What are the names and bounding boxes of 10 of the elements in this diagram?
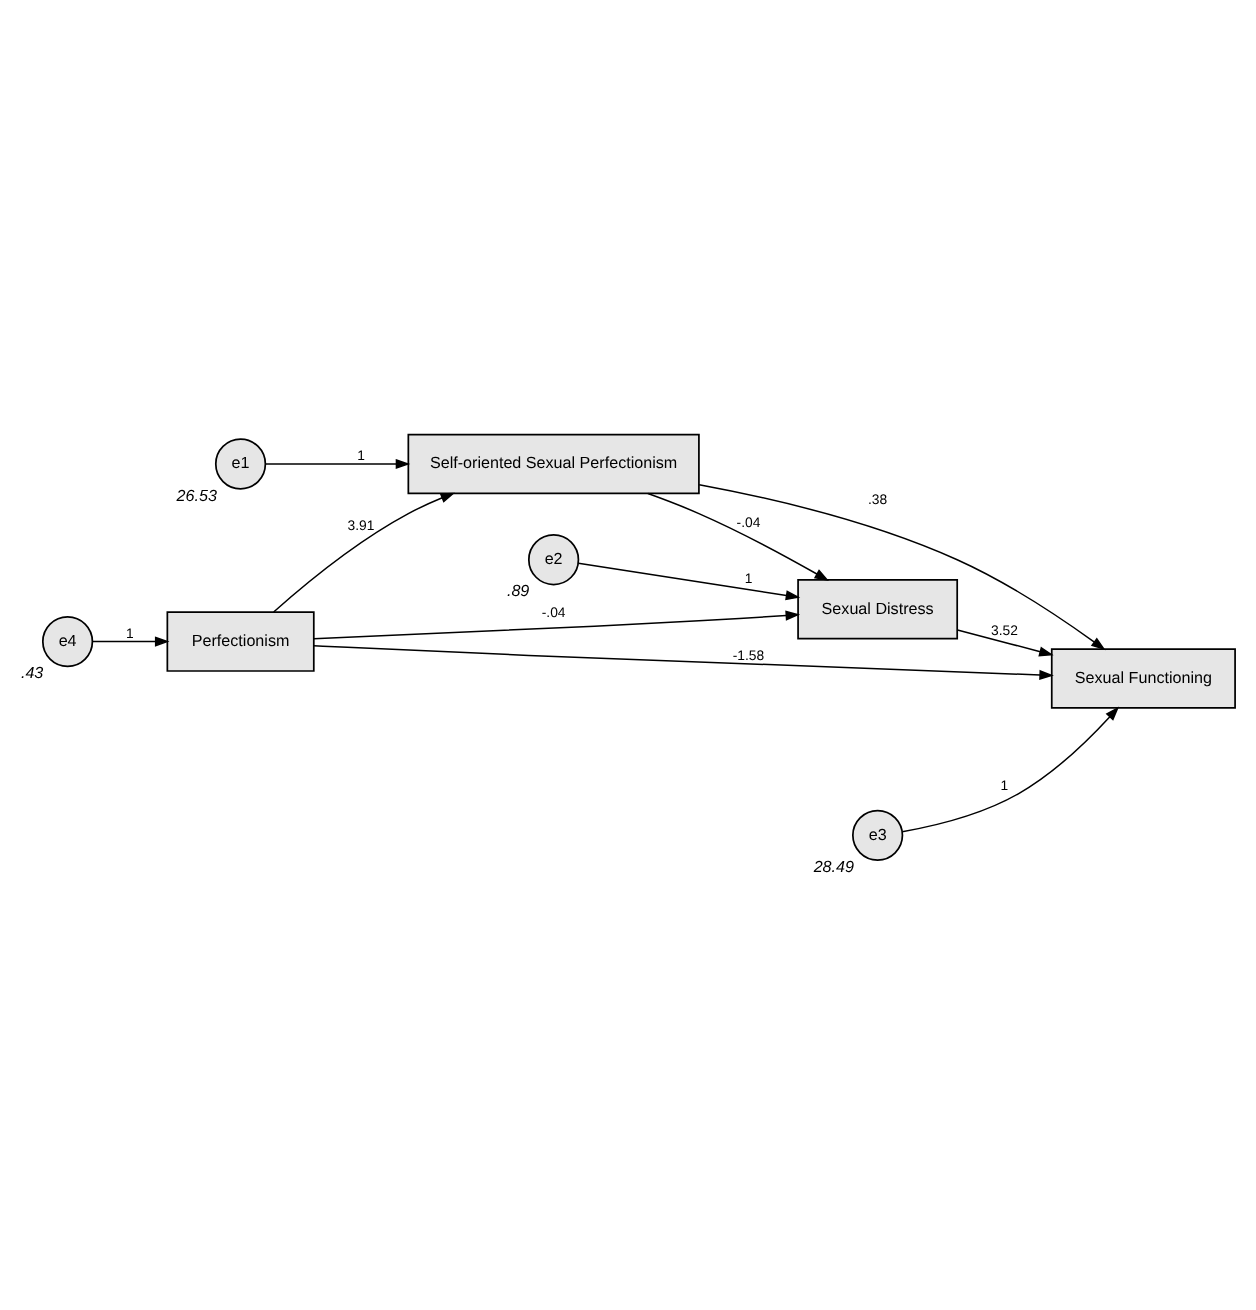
arrow	[647, 491, 830, 580]
arrow	[313, 643, 1054, 680]
arrow	[272, 491, 456, 612]
arrow	[901, 705, 1120, 832]
arrow	[313, 609, 801, 639]
arrow	[698, 482, 1106, 650]
arrow	[264, 457, 411, 469]
arrow	[577, 561, 801, 600]
arrow	[91, 635, 170, 646]
arrow	[956, 628, 1054, 656]
